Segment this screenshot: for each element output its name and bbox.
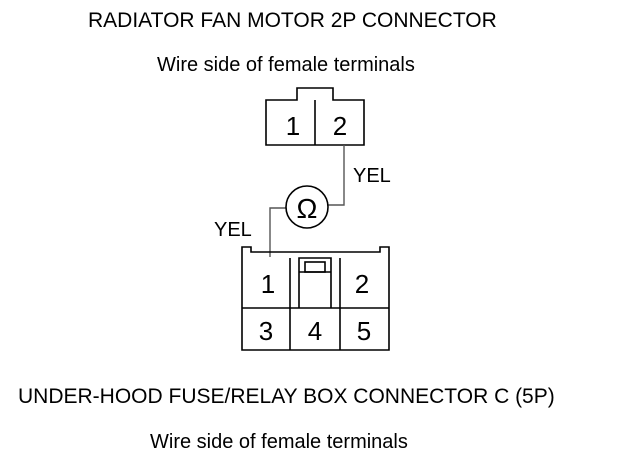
lower-wire-color-label: YEL	[214, 219, 252, 241]
bottom-terminal-4: 4	[308, 316, 322, 346]
probe-wires	[269, 145, 345, 257]
upper-probe-wire	[328, 145, 345, 206]
top-connector-title: RADIATOR FAN MOTOR 2P CONNECTOR	[88, 9, 497, 32]
bottom-terminal-3: 3	[259, 316, 273, 346]
bottom-terminal-1: 1	[261, 269, 275, 299]
upper-wire-color-label: YEL	[353, 165, 391, 187]
top-terminal-2: 2	[333, 111, 347, 141]
bottom-connector-subtitle: Wire side of female terminals	[150, 431, 408, 453]
ohmmeter-icon	[285, 185, 329, 229]
bottom-connector-title: UNDER-HOOD FUSE/RELAY BOX CONNECTOR C (5…	[18, 385, 555, 408]
radiator-fan-connector	[265, 87, 365, 146]
bottom-terminal-2: 2	[355, 269, 369, 299]
top-connector-subtitle: Wire side of female terminals	[157, 54, 415, 76]
top-terminal-1: 1	[286, 111, 300, 141]
lower-probe-wire	[269, 207, 286, 257]
fuse-relay-box-connector	[241, 246, 390, 351]
ohm-symbol: Ω	[297, 193, 318, 224]
bottom-terminal-5: 5	[357, 316, 371, 346]
